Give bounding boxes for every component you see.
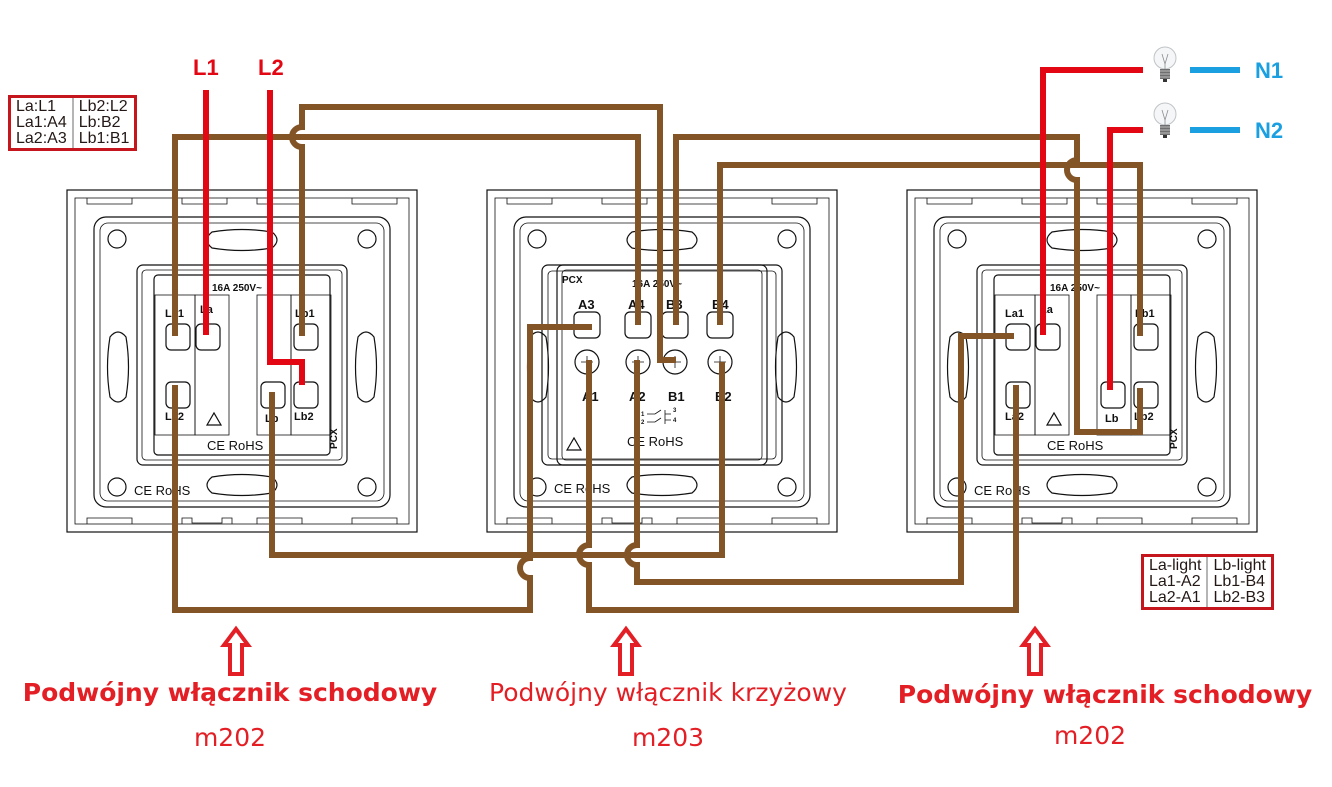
legend-entry: La1-A2 bbox=[1149, 573, 1201, 590]
legend-entry: Lb1:B1 bbox=[78, 130, 130, 147]
switch-left: 16A 250V~ La1 La Lb1 La2 Lb Lb2 CE RoHS … bbox=[66, 189, 418, 533]
legend-entry: Lb-light bbox=[1213, 557, 1266, 574]
terminal-lb-label: Lb bbox=[1105, 413, 1119, 425]
recycle-icon bbox=[565, 436, 583, 451]
phase-l2-label: L2 bbox=[258, 55, 284, 80]
wire-b4-lb1 bbox=[717, 162, 1143, 336]
arrow-up-icon bbox=[610, 625, 642, 676]
caption-left-model: m202 bbox=[193, 723, 267, 752]
light-bulb-icon bbox=[1153, 46, 1177, 82]
legend-entry: Lb2:L2 bbox=[78, 98, 128, 115]
terminal-la1-label: La1 bbox=[1005, 308, 1024, 320]
caption-left-title: Podwójny włącznik schodowy bbox=[22, 678, 438, 707]
caption-left: Podwójny włącznik schodowy m202 bbox=[10, 678, 450, 752]
svg-text:1: 1 bbox=[641, 412, 645, 418]
legend-entry: La2:A3 bbox=[16, 130, 67, 147]
legend-left-col2: Lb2:L2 Lb:B2 Lb1:B1 bbox=[71, 98, 135, 148]
legend-entry: Lb1-B4 bbox=[1213, 573, 1266, 590]
svg-text:2: 2 bbox=[641, 420, 645, 426]
traveller-wires bbox=[172, 104, 1143, 613]
wire-b3-lb2 bbox=[673, 134, 1143, 435]
wire-lb-b2 bbox=[269, 362, 725, 558]
wire-lb1-b1 bbox=[289, 104, 676, 363]
legend-right: La-light La1-A2 La2-A1 Lb-light Lb1-B4 L… bbox=[1141, 554, 1274, 610]
wire-a2-la1 bbox=[624, 333, 1014, 585]
neutral-n1-label: N1 bbox=[1255, 58, 1283, 83]
wire-lamp2-lb bbox=[1107, 127, 1143, 390]
wire-l2 bbox=[267, 90, 305, 385]
cert-label: CE RoHS bbox=[1047, 438, 1104, 453]
caption-right-title: Podwójny włącznik schodowy bbox=[897, 680, 1313, 709]
arrow-up-icon bbox=[220, 625, 252, 676]
svg-text:4: 4 bbox=[673, 418, 677, 424]
legend-entry: La:L1 bbox=[16, 98, 57, 115]
legend-entry: Lb:B2 bbox=[78, 114, 121, 131]
neutral-wires bbox=[1190, 67, 1240, 133]
svg-text:3: 3 bbox=[673, 408, 677, 414]
rating-label: 16A 250V~ bbox=[212, 283, 262, 294]
light-bulb-icon bbox=[1153, 102, 1177, 138]
wire-la1-a4 bbox=[172, 134, 641, 336]
recycle-icon bbox=[1045, 411, 1063, 426]
phase-wires bbox=[203, 67, 1143, 390]
wire-la2-a3 bbox=[172, 324, 592, 613]
legend-entry: La1:A4 bbox=[16, 114, 67, 131]
brand-label: PCX bbox=[329, 428, 340, 449]
legend-entry: La-light bbox=[1149, 557, 1202, 574]
wire-a1-la1 bbox=[576, 360, 1019, 613]
terminal-lb2-label: Lb2 bbox=[294, 411, 314, 423]
caption-right-model: m202 bbox=[1053, 721, 1127, 750]
caption-middle: Podwójny włącznik krzyżowy m203 bbox=[448, 678, 888, 752]
terminal-lb2-label: Lb2 bbox=[1134, 411, 1154, 423]
legend-left-col1: La:L1 La1:A4 La2:A3 bbox=[11, 98, 72, 148]
terminal-a3-label: A3 bbox=[578, 297, 595, 312]
legend-right-col1: La-light La1-A2 La2-A1 bbox=[1144, 557, 1206, 607]
cert-label-outer: CE RoHS bbox=[134, 483, 191, 498]
brand-label: PCX bbox=[562, 275, 583, 286]
caption-right: Podwójny włącznik schodowy m202 bbox=[885, 680, 1325, 750]
terminal-b1-label: B1 bbox=[668, 389, 685, 404]
caption-middle-title: Podwójny włącznik krzyżowy bbox=[489, 678, 847, 707]
cert-label: CE RoHS bbox=[207, 438, 264, 453]
switch-symbol-icon: 1 2 3 4 bbox=[641, 408, 677, 426]
cert-label: CE RoHS bbox=[627, 434, 684, 449]
caption-middle-model: m203 bbox=[631, 723, 705, 752]
cert-label-outer: CE RoHS bbox=[554, 481, 611, 496]
legend-entry: La2-A1 bbox=[1149, 589, 1201, 606]
cert-label-outer: CE RoHS bbox=[974, 483, 1031, 498]
wire-lamp1-la bbox=[1040, 67, 1143, 335]
legend-right-col2: Lb-light Lb1-B4 Lb2-B3 bbox=[1206, 557, 1270, 607]
legend-entry: Lb2-B3 bbox=[1213, 589, 1266, 606]
brand-label: PCX bbox=[1169, 428, 1180, 449]
arrow-up-icon bbox=[1019, 625, 1051, 676]
recycle-icon bbox=[205, 411, 223, 426]
legend-left: La:L1 La1:A4 La2:A3 Lb2:L2 Lb:B2 Lb1:B1 bbox=[8, 95, 138, 151]
neutral-n2-label: N2 bbox=[1255, 118, 1283, 143]
phase-l1-label: L1 bbox=[193, 55, 219, 80]
